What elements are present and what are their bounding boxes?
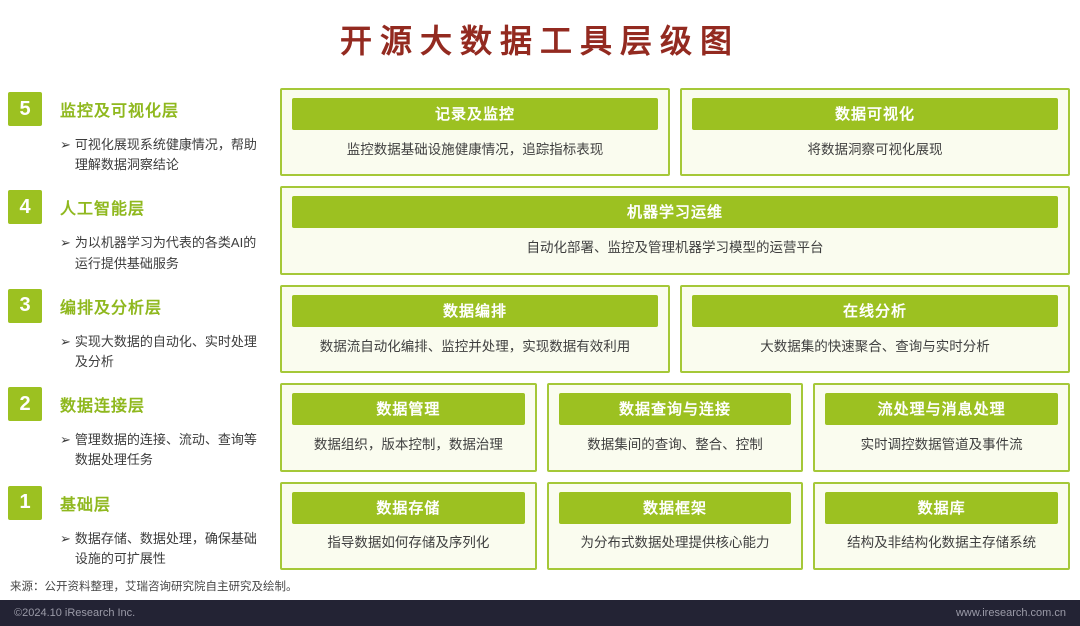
footer-bar: ©2024.10 iResearch Inc. www.iresearch.co… xyxy=(0,600,1080,626)
tool-box-description: 数据集间的查询、整合、控制 xyxy=(587,436,763,452)
level-row-4: 4 人工智能层 ➢ 为以机器学习为代表的各类AI的运行提供基础服务 机器学习运维… xyxy=(8,186,1070,275)
tool-box-header: 数据库 xyxy=(825,491,1059,524)
level-5-label-block: 5 监控及可视化层 ➢ 可视化展现系统健康情况，帮助理解数据洞察结论 xyxy=(8,88,280,176)
arrow-bullet-icon: ➢ xyxy=(60,235,71,251)
level-5-badge: 5 xyxy=(8,92,42,126)
tool-box: 机器学习运维 自动化部署、监控及管理机器学习模型的运营平台 xyxy=(280,186,1070,275)
level-2-badge: 2 xyxy=(8,387,42,422)
tool-box: 数据管理 数据组织，版本控制，数据治理 xyxy=(280,383,537,472)
tool-box-description: 数据组织，版本控制，数据治理 xyxy=(313,436,503,452)
tool-box: 在线分析 大数据集的快速聚合、查询与实时分析 xyxy=(680,284,1070,374)
footer-copyright: ©2024.10 iResearch Inc. xyxy=(14,607,136,619)
level-1-title: 基础层 xyxy=(60,496,112,514)
tool-box: 数据查询与连接 数据集间的查询、整合、控制 xyxy=(546,383,804,472)
tool-box: 数据框架 为分布式数据处理提供核心能力 xyxy=(546,481,804,571)
level-4-description: ➢ 为以机器学习为代表的各类AI的运行提供基础服务 xyxy=(60,233,268,273)
level-3-description: ➢ 实现大数据的自动化、实时处理及分析 xyxy=(60,332,268,372)
level-5-description-text: 可视化展现系统健康情况，帮助理解数据洞察结论 xyxy=(74,137,257,173)
level-3-head: 3 编排及分析层 xyxy=(8,288,280,323)
level-row-3: 3 编排及分析层 ➢ 实现大数据的自动化、实时处理及分析 数据编排 数据流自动化… xyxy=(8,284,1070,374)
hierarchy-content: 5 监控及可视化层 ➢ 可视化展现系统健康情况，帮助理解数据洞察结论 记录及监控… xyxy=(8,88,1071,571)
level-1-description-text: 数据存储、数据处理，确保基础设施的可扩展性 xyxy=(74,530,257,566)
tool-box-description: 大数据集的快速聚合、查询与实时分析 xyxy=(760,338,990,354)
tool-box: 数据编排 数据流自动化编排、监控并处理，实现数据有效利用 xyxy=(280,284,670,374)
tool-box-description: 结构及非结构化数据主存储系统 xyxy=(847,535,1037,551)
level-4-boxes: 机器学习运维 自动化部署、监控及管理机器学习模型的运营平台 xyxy=(280,186,1070,275)
tool-box-header: 流处理与消息处理 xyxy=(825,393,1059,426)
level-2-description: ➢ 管理数据的连接、流动、查询等数据处理任务 xyxy=(60,430,268,470)
level-3-label-block: 3 编排及分析层 ➢ 实现大数据的自动化、实时处理及分析 xyxy=(8,285,280,373)
tool-box-description: 将数据洞察可视化展现 xyxy=(807,141,943,157)
level-4-head: 4 人工智能层 xyxy=(8,190,280,225)
level-1-description: ➢ 数据存储、数据处理，确保基础设施的可扩展性 xyxy=(60,529,268,569)
level-5-title: 监控及可视化层 xyxy=(60,103,180,120)
tool-box: 数据库 结构及非结构化数据主存储系统 xyxy=(813,481,1071,571)
level-4-title: 人工智能层 xyxy=(60,201,146,219)
level-4-description-text: 为以机器学习为代表的各类AI的运行提供基础服务 xyxy=(74,235,257,271)
tool-box: 记录及监控 监控数据基础设施健康情况，追踪指标表现 xyxy=(280,88,670,177)
level-2-label-block: 2 数据连接层 ➢ 管理数据的连接、流动、查询等数据处理任务 xyxy=(8,383,280,471)
level-2-description-text: 管理数据的连接、流动、查询等数据处理任务 xyxy=(74,432,257,468)
level-3-badge: 3 xyxy=(8,288,42,323)
level-1-boxes: 数据存储 指导数据如何存储及序列化 数据框架 为分布式数据处理提供核心能力 数据… xyxy=(280,481,1071,571)
level-1-head: 1 基础层 xyxy=(8,485,280,520)
level-2-boxes: 数据管理 数据组织，版本控制，数据治理 数据查询与连接 数据集间的查询、整合、控… xyxy=(280,383,1071,472)
tool-box: 数据可视化 将数据洞察可视化展现 xyxy=(680,88,1070,177)
footer-website: www.iresearch.com.cn xyxy=(955,607,1066,619)
tool-box-header: 数据可视化 xyxy=(692,98,1058,130)
tool-box-header: 记录及监控 xyxy=(292,98,658,130)
tool-box-header: 数据查询与连接 xyxy=(558,393,792,426)
tool-box-header: 数据编排 xyxy=(292,294,658,327)
level-4-label-block: 4 人工智能层 ➢ 为以机器学习为代表的各类AI的运行提供基础服务 xyxy=(8,186,280,274)
level-4-badge: 4 xyxy=(8,190,42,225)
source-note: 来源：公开资料整理，艾瑞咨询研究院自主研究及绘制。 xyxy=(10,581,298,593)
arrow-bullet-icon: ➢ xyxy=(60,333,71,349)
tool-box-header: 数据管理 xyxy=(292,393,525,426)
level-row-1: 1 基础层 ➢ 数据存储、数据处理，确保基础设施的可扩展性 数据存储 指导数据如… xyxy=(8,481,1071,571)
tool-box-header: 数据框架 xyxy=(558,491,792,524)
level-1-badge: 1 xyxy=(8,485,42,520)
level-3-description-text: 实现大数据的自动化、实时处理及分析 xyxy=(74,333,257,369)
level-row-5: 5 监控及可视化层 ➢ 可视化展现系统健康情况，帮助理解数据洞察结论 记录及监控… xyxy=(8,88,1070,177)
tool-box-description: 指导数据如何存储及序列化 xyxy=(327,535,490,551)
tool-box-description: 自动化部署、监控及管理机器学习模型的运营平台 xyxy=(526,240,824,256)
tool-box: 数据存储 指导数据如何存储及序列化 xyxy=(280,481,537,571)
tool-box-description: 实时调控数据管道及事件流 xyxy=(860,436,1023,452)
tool-box-description: 数据流自动化编排、监控并处理，实现数据有效利用 xyxy=(319,338,631,354)
level-3-boxes: 数据编排 数据流自动化编排、监控并处理，实现数据有效利用 在线分析 大数据集的快… xyxy=(280,284,1070,374)
tool-box: 流处理与消息处理 实时调控数据管道及事件流 xyxy=(813,383,1071,472)
level-2-head: 2 数据连接层 xyxy=(8,387,280,422)
tool-box-header: 在线分析 xyxy=(692,294,1058,327)
level-5-boxes: 记录及监控 监控数据基础设施健康情况，追踪指标表现 数据可视化 将数据洞察可视化… xyxy=(280,88,1070,177)
tool-box-header: 数据存储 xyxy=(292,491,525,524)
tool-box-header: 机器学习运维 xyxy=(292,196,1058,229)
level-3-title: 编排及分析层 xyxy=(60,299,163,317)
level-1-label-block: 1 基础层 ➢ 数据存储、数据处理，确保基础设施的可扩展性 xyxy=(8,482,280,570)
level-2-title: 数据连接层 xyxy=(60,398,146,416)
arrow-bullet-icon: ➢ xyxy=(60,432,71,448)
arrow-bullet-icon: ➢ xyxy=(60,530,71,546)
level-row-2: 2 数据连接层 ➢ 管理数据的连接、流动、查询等数据处理任务 数据管理 数据组织… xyxy=(8,383,1071,472)
level-5-description: ➢ 可视化展现系统健康情况，帮助理解数据洞察结论 xyxy=(60,135,268,175)
page-title: 开源大数据工具层级图 xyxy=(339,23,740,59)
level-5-head: 5 监控及可视化层 xyxy=(8,92,280,126)
arrow-bullet-icon: ➢ xyxy=(60,137,71,152)
tool-box-description: 监控数据基础设施健康情况，追踪指标表现 xyxy=(346,141,604,157)
tool-box-description: 为分布式数据处理提供核心能力 xyxy=(580,535,770,551)
